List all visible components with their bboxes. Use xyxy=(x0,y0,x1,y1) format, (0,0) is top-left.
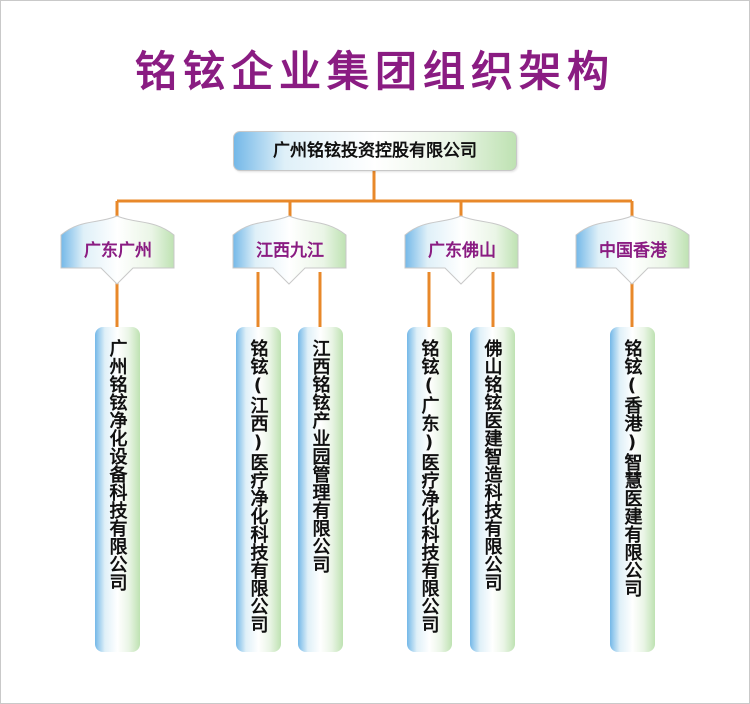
page-title: 铭铉企业集团组织架构 xyxy=(134,47,615,96)
company-name-4: 铭铉(广东)医疗净化科技有限公司 xyxy=(418,339,440,633)
region-shape-guangzhou xyxy=(60,215,175,285)
region-label-jiujiang: 江西九江 xyxy=(256,241,324,261)
company-name-3: 江西铭铉产业园管理有限公司 xyxy=(309,339,331,573)
company-box-5: 佛山铭铉医建智造科技有限公司 xyxy=(470,327,515,652)
company-name-1: 广州铭铉净化设备科技有限公司 xyxy=(106,339,128,591)
company-box-4: 铭铉(广东)医疗净化科技有限公司 xyxy=(407,327,452,652)
company-box-1: 广州铭铉净化设备科技有限公司 xyxy=(95,327,140,652)
region-shape-hongkong xyxy=(575,215,690,285)
company-name-2: 铭铉(江西)医疗净化科技有限公司 xyxy=(247,339,269,633)
company-box-2: 铭铉(江西)医疗净化科技有限公司 xyxy=(236,327,281,652)
region-label-guangzhou: 广东广州 xyxy=(84,241,152,261)
root-company: 广州铭铉投资控股有限公司 xyxy=(233,131,517,171)
company-name-6: 铭铉(香港)智慧医建有限公司 xyxy=(621,339,643,597)
region-label-foshan: 广东佛山 xyxy=(428,241,496,261)
company-box-6: 铭铉(香港)智慧医建有限公司 xyxy=(610,327,655,652)
region-label-hongkong: 中国香港 xyxy=(599,241,667,261)
company-box-3: 江西铭铉产业园管理有限公司 xyxy=(298,327,343,652)
region-shape-jiujiang xyxy=(232,215,347,285)
region-shape-foshan xyxy=(404,215,519,285)
company-name-5: 佛山铭铉医建智造科技有限公司 xyxy=(481,339,503,591)
